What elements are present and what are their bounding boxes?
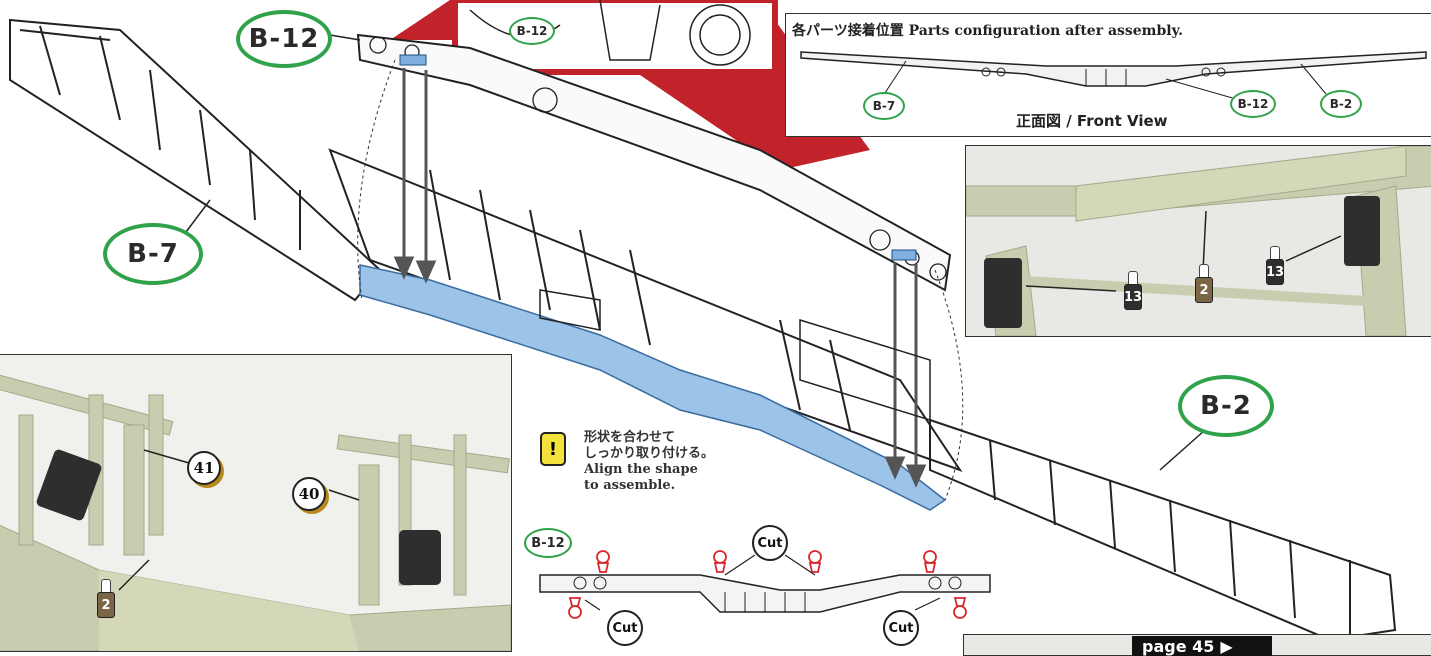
painted-parts-photo-left: 41 40 2 [0,354,512,652]
paint-bottle-2: 2 [1195,264,1213,304]
note-en-line2: to assemble. [584,478,676,493]
front-view-tag-b12: B-12 [1230,90,1276,118]
label-b7: B-7 [103,223,203,285]
paint-bottle-2-left: 2 [97,579,115,619]
front-view-heading: 各パーツ接着位置 Parts configuration after assem… [792,23,1184,39]
label-b2: B-2 [1178,375,1274,437]
paint-bottle-13-right: 13 [1266,246,1284,286]
label-b12-redpanel: B-12 [509,17,555,45]
callout-40: 40 [292,477,326,511]
assembly-note: 形状を合わせて しっかり取り付ける。 Align the shape to as… [584,430,764,494]
label-b12-bottom: B-12 [524,528,572,558]
callout-41: 41 [187,451,221,485]
painted-parts-photo-right: 13 2 13 [965,145,1431,337]
note-jp-line1: 形状を合わせて [584,430,676,445]
paint-bottle-13-left: 13 [1124,271,1142,311]
page-reference: page 45 ▶ [1132,636,1272,656]
front-view-tag-b2: B-2 [1320,90,1362,118]
front-view-tag-b7: B-7 [863,92,905,120]
label-b12-top: B-12 [236,10,332,68]
photo-frame-shapes [966,146,1431,336]
warning-icon: ! [540,432,566,466]
arrow-right-icon: ▶ [1220,636,1233,656]
cut-label-top: Cut [752,525,788,561]
page-reference-label: page 45 [1142,636,1215,656]
front-view-part-drawing [800,51,1427,100]
note-en-line1: Align the shape [584,462,698,477]
photo-frame-shapes-left [0,374,511,651]
cut-label-right: Cut [883,610,919,646]
front-view-caption: 正面図 / Front View [1016,112,1168,130]
front-view-inset: 各パーツ接着位置 Parts configuration after assem… [785,13,1431,137]
note-jp-line2: しっかり取り付ける。 [584,446,715,461]
cut-label-left: Cut [607,610,643,646]
